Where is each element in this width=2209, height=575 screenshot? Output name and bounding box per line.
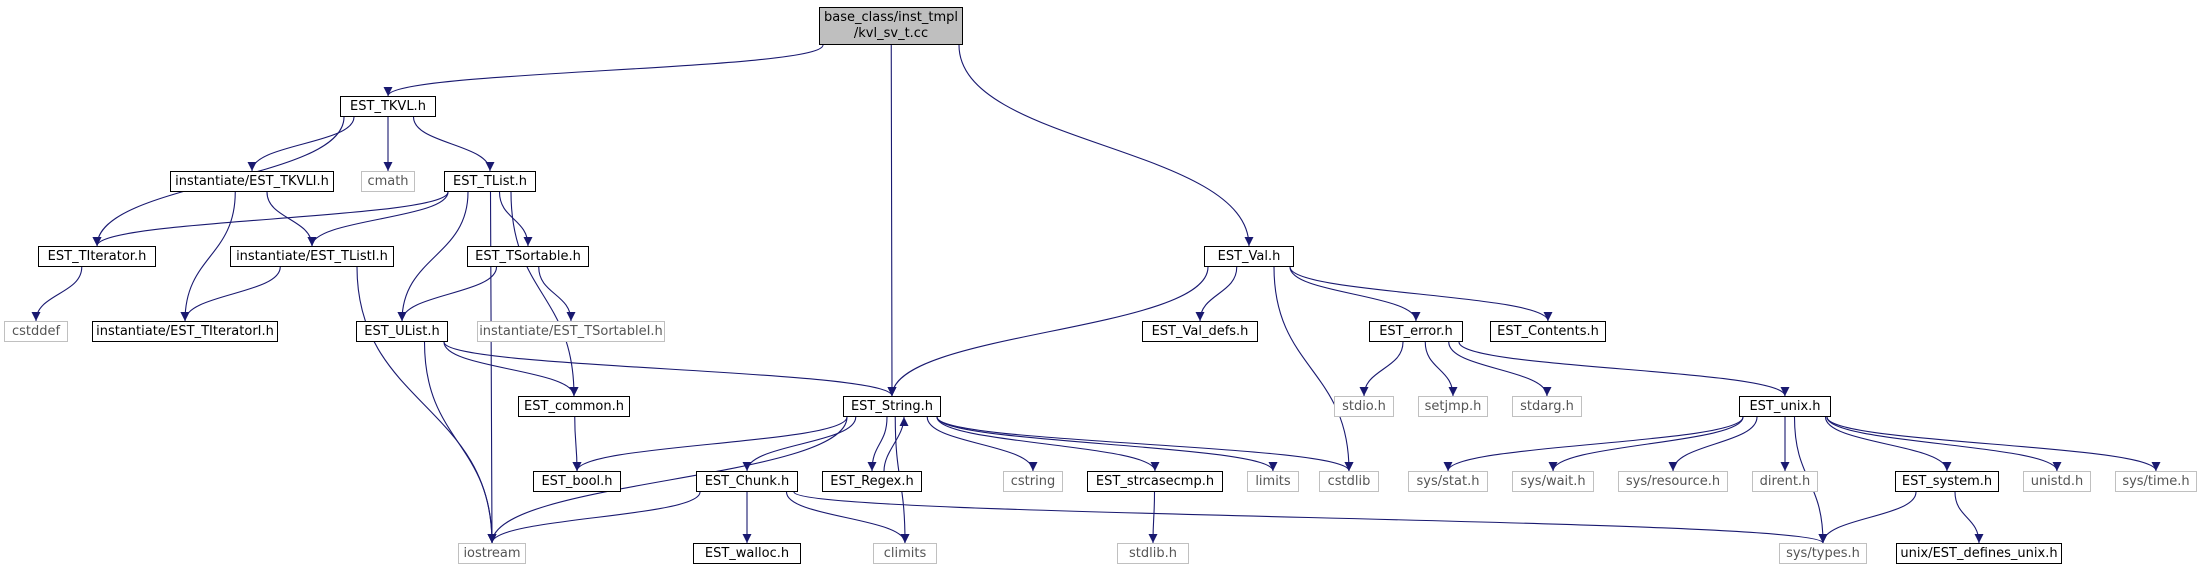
edge-est-val-h-to-est-val-defs-h <box>1195 266 1238 322</box>
edge-est-error-h-to-stdio-h <box>1359 341 1404 397</box>
edge-est-unix-h-to-sys-resource-h <box>1668 416 1758 472</box>
edge-root-to-est-string-h <box>887 44 897 397</box>
node-unistd-h[interactable]: unistd.h <box>2023 471 2091 492</box>
node-instantiate-est-titeratori-h[interactable]: instantiate/EST_TIteratorI.h <box>92 321 278 342</box>
root-file-path-line-1: base_class/inst_tmpl <box>824 10 958 25</box>
edge-est-tlist-h-to-est-tsortable-h <box>498 191 533 247</box>
node-unix-est-defines-unix-h[interactable]: unix/EST_defines_unix.h <box>1896 543 2062 564</box>
edge-est-error-h-to-setjmp-h <box>1424 341 1458 397</box>
node-est-tsortable-h[interactable]: EST_TSortable.h <box>467 246 589 267</box>
edge-root-to-est-val-h <box>958 44 1254 247</box>
edge-est-common-h-to-est-bool-h <box>572 416 582 472</box>
edge-est-val-h-to-est-error-h <box>1289 266 1421 322</box>
root-file-path-line-2: /kvl_sv_t.cc <box>853 26 929 41</box>
edge-est-string-h-to-est-regex-h <box>867 416 888 472</box>
node-stdio-h[interactable]: stdio.h <box>1334 396 1394 417</box>
edge-est-string-h-to-cstring <box>926 416 1038 472</box>
edge-est-tlist-h-to-est-ulist-h <box>397 191 469 322</box>
edge-est-system-h-to-sys-types-h <box>1818 491 1917 544</box>
node-est-contents-h[interactable]: EST_Contents.h <box>1490 321 1606 342</box>
edge-est-unix-h-to-est-system-h <box>1824 416 1952 472</box>
edge-est-chunk-h-to-climits <box>785 491 910 544</box>
edge-est-string-h-to-cstdlib <box>936 416 1354 472</box>
edge-est-unix-h-to-unistd-h <box>1826 416 2062 472</box>
edge-est-unix-h-to-sys-stat-h <box>1443 416 1744 472</box>
node-est-regex-h[interactable]: EST_Regex.h <box>822 471 922 492</box>
edge-est-val-h-to-est-string-h <box>887 266 1209 397</box>
node-est-unix-h[interactable]: EST_unix.h <box>1739 396 1831 417</box>
edge-est-ulist-h-to-iostream <box>423 341 497 544</box>
node-cstddef[interactable]: cstddef <box>4 321 68 342</box>
edge-est-string-h-to-est-bool-h <box>572 416 848 472</box>
node-cstring[interactable]: cstring <box>1003 471 1063 492</box>
edge-est-error-h-to-stdarg-h <box>1448 341 1552 397</box>
node-sys-resource-h[interactable]: sys/resource.h <box>1618 471 1728 492</box>
node-iostream[interactable]: iostream <box>458 543 526 564</box>
node-sys-types-h[interactable]: sys/types.h <box>1779 543 1867 564</box>
node-est-common-h[interactable]: EST_common.h <box>518 396 630 417</box>
node-stdarg-h[interactable]: stdarg.h <box>1512 396 1582 417</box>
node-est-tlist-h[interactable]: EST_TList.h <box>444 171 536 192</box>
node-est-val-h[interactable]: EST_Val.h <box>1204 246 1294 267</box>
edge-inst-est-tlisti-h-to-inst-est-titeratori-h <box>180 266 281 322</box>
edge-inst-est-tkvli-h-to-inst-est-titeratori-h <box>180 191 236 322</box>
node-instantiate-est-tkvli-h[interactable]: instantiate/EST_TKVLI.h <box>170 171 334 192</box>
node-climits[interactable]: climits <box>873 543 937 564</box>
node-est-strcasecmp-h[interactable]: EST_strcasecmp.h <box>1087 471 1223 492</box>
node-est-bool-h[interactable]: EST_bool.h <box>533 471 621 492</box>
edge-est-tlist-h-to-inst-est-tlisti-h <box>307 191 449 247</box>
edge-est-unix-h-to-sys-time-h <box>1826 416 2161 472</box>
edge-est-string-h-to-est-strcasecmp-h <box>936 416 1160 472</box>
edge-est-tlist-h-to-est-titerator-h <box>92 191 449 247</box>
node-sys-time-h[interactable]: sys/time.h <box>2115 471 2197 492</box>
edge-est-ulist-h-to-est-common-h <box>443 341 579 397</box>
edge-est-tkvl-h-to-inst-est-tkvli-h <box>247 116 355 172</box>
node-cstdlib[interactable]: cstdlib <box>1319 471 1379 492</box>
node-est-error-h[interactable]: EST_error.h <box>1369 321 1463 342</box>
edge-est-tlist-h-to-iostream <box>487 191 497 544</box>
edge-root-to-est-tkvl-h <box>383 44 824 97</box>
edge-est-val-h-to-cstdlib <box>1273 266 1354 472</box>
edge-est-chunk-h-to-iostream <box>487 491 701 544</box>
node-est-walloc-h[interactable]: EST_walloc.h <box>693 543 801 564</box>
node-stdlib-h[interactable]: stdlib.h <box>1117 543 1189 564</box>
root-file-node[interactable]: base_class/inst_tmpl /kvl_sv_t.cc <box>819 7 963 45</box>
edge-est-tkvl-h-to-est-tlist-h <box>412 116 495 172</box>
edge-est-strcasecmp-h-to-stdlib-h <box>1148 491 1158 544</box>
edge-est-regex-h-to-est-string-h <box>883 416 909 472</box>
node-cmath[interactable]: cmath <box>361 171 415 192</box>
edge-est-error-h-to-est-unix-h <box>1458 341 1790 397</box>
edge-est-system-h-to-unix-est-defines-unix-h <box>1954 491 1984 544</box>
edge-est-titerator-h-to-cstddef <box>31 266 83 322</box>
edge-est-string-h-to-iostream <box>487 416 848 544</box>
node-est-ulist-h[interactable]: EST_UList.h <box>356 321 448 342</box>
edge-inst-est-tlisti-h-to-iostream <box>356 266 497 544</box>
node-limits[interactable]: limits <box>1247 471 1299 492</box>
node-est-chunk-h[interactable]: EST_Chunk.h <box>696 471 798 492</box>
node-est-system-h[interactable]: EST_system.h <box>1895 471 1999 492</box>
node-est-tkvl-h[interactable]: EST_TKVL.h <box>340 96 436 117</box>
edge-est-ulist-h-to-est-string-h <box>443 341 897 397</box>
node-est-val-defs-h[interactable]: EST_Val_defs.h <box>1142 321 1258 342</box>
edge-est-tsortable-h-to-inst-est-tsortablei-h <box>538 266 576 322</box>
node-est-titerator-h[interactable]: EST_TIterator.h <box>38 246 156 267</box>
node-sys-wait-h[interactable]: sys/wait.h <box>1512 471 1594 492</box>
edge-est-tlist-h-to-est-common-h <box>510 191 579 397</box>
edge-est-string-h-to-est-chunk-h <box>742 416 857 472</box>
edge-est-val-h-to-est-contents-h <box>1289 266 1553 322</box>
node-sys-stat-h[interactable]: sys/stat.h <box>1408 471 1488 492</box>
node-est-string-h[interactable]: EST_String.h <box>843 396 941 417</box>
edge-est-tsortable-h-to-est-ulist-h <box>397 266 498 322</box>
edge-est-string-h-to-limits <box>936 416 1278 472</box>
node-instantiate-est-tlisti-h[interactable]: instantiate/EST_TListI.h <box>230 246 394 267</box>
node-instantiate-est-tsortablei-h[interactable]: instantiate/EST_TSortableI.h <box>477 321 665 342</box>
node-setjmp-h[interactable]: setjmp.h <box>1418 396 1488 417</box>
edge-est-unix-h-to-sys-wait-h <box>1548 416 1744 472</box>
edge-est-chunk-h-to-sys-types-h <box>793 491 1828 544</box>
node-dirent-h[interactable]: dirent.h <box>1752 471 1818 492</box>
